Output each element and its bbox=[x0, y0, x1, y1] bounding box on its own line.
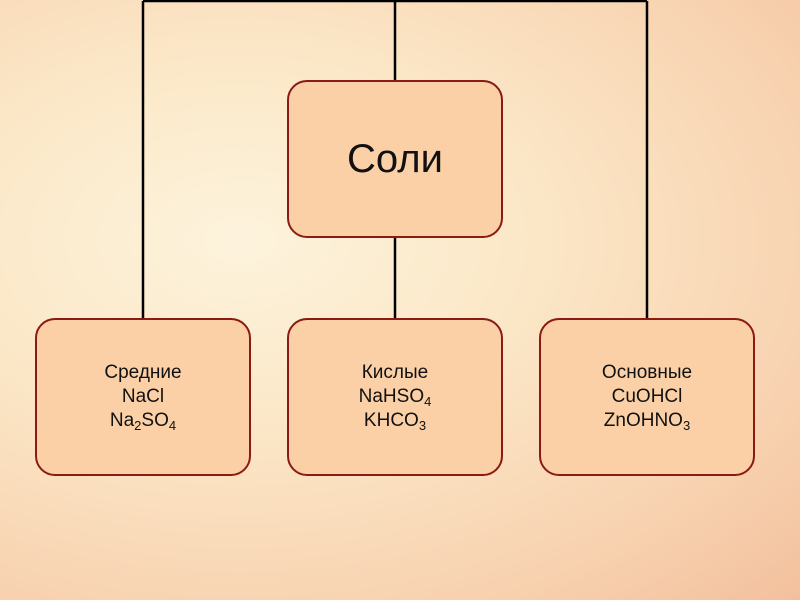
category-content: Кислые NaHSO4 KHCO3 bbox=[359, 361, 432, 433]
root-node-label: Соли bbox=[347, 136, 443, 181]
formula-subscript: 3 bbox=[418, 418, 427, 433]
formula-subscript: 4 bbox=[424, 394, 432, 409]
formula-part: KHCO bbox=[363, 410, 419, 431]
formula-subscript: 3 bbox=[682, 418, 691, 433]
root-node-salts: Соли bbox=[287, 80, 503, 238]
formula-part: NaCl bbox=[121, 386, 165, 407]
category-node-acid-salts: Кислые NaHSO4 KHCO3 bbox=[287, 318, 503, 476]
formula-part: NaHSO bbox=[358, 386, 425, 407]
category-content: Средние NaCl Na2SO4 bbox=[104, 361, 181, 433]
example-formula-1: NaHSO4 bbox=[359, 385, 432, 409]
formula-subscript: 4 bbox=[168, 418, 177, 433]
category-title: Основные bbox=[601, 362, 693, 383]
category-node-basic-salts: Основные CuOHCl ZnOHNO3 bbox=[539, 318, 755, 476]
example-formula-1: NaCl bbox=[104, 385, 181, 409]
example-formula-2: Na2SO4 bbox=[104, 409, 181, 433]
category-node-normal-salts: Средние NaCl Na2SO4 bbox=[35, 318, 251, 476]
formula-part: Na bbox=[109, 410, 135, 431]
formula-part: ZnOHNO bbox=[603, 410, 683, 431]
formula-subscript: 2 bbox=[134, 418, 142, 433]
category-title: Средние bbox=[104, 362, 182, 383]
formula-part: SO bbox=[141, 410, 169, 431]
example-formula-2: ZnOHNO3 bbox=[602, 409, 692, 433]
category-content: Основные CuOHCl ZnOHNO3 bbox=[602, 361, 692, 433]
example-formula-1: CuOHCl bbox=[602, 385, 692, 409]
category-title: Кислые bbox=[361, 362, 429, 383]
example-formula-2: KHCO3 bbox=[359, 409, 432, 433]
formula-part: CuOHCl bbox=[611, 386, 683, 407]
